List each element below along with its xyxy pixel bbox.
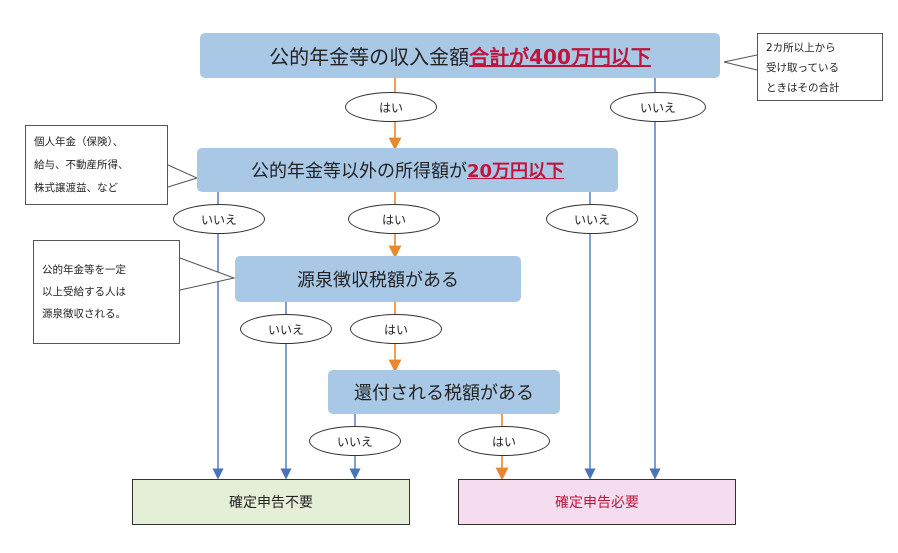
no-label-q3: いいえ (240, 314, 332, 344)
question-refund-tax: 還付される税額がある (328, 370, 560, 414)
result-not-required: 確定申告不要 (132, 479, 410, 525)
result-required: 確定申告必要 (458, 479, 736, 525)
question-other-income-prefix: 公的年金等以外の所得額が (250, 161, 467, 182)
note-line: 公的年金等を一定 (42, 264, 126, 276)
note-line: 受け取っている (766, 62, 839, 74)
note-other-income-examples: 個人年金（保険）、 給与、不動産所得、 株式譲渡益、など (25, 125, 168, 205)
callout-pointer-1 (723, 54, 758, 71)
question-pension-income-highlight: 合計が400万円以下 (469, 45, 651, 69)
question-pension-income: 公的年金等の収入金額合計が400万円以下 (200, 33, 720, 78)
question-pension-income-prefix: 公的年金等の収入金額 (269, 45, 470, 69)
no-label-q4: いいえ (309, 426, 401, 456)
question-withholding-tax: 源泉徴収税額がある (235, 256, 521, 302)
no-label-q2-right: いいえ (546, 204, 638, 234)
yes-label-q2: はい (348, 204, 440, 234)
yes-label-q4: はい (458, 426, 550, 456)
note-line: 個人年金（保険）、 (34, 136, 124, 148)
question-withholding-tax-text: 源泉徴収税額がある (297, 270, 459, 291)
note-withholding: 公的年金等を一定 以上受給する人は 源泉徴収される。 (33, 240, 180, 344)
callout-pointer-3 (179, 257, 236, 291)
yes-label-q3: はい (350, 314, 442, 344)
callout-pointer-2 (167, 164, 199, 188)
result-not-required-text: 確定申告不要 (229, 495, 313, 511)
note-line: 給与、不動産所得、 (34, 159, 129, 171)
note-multiple-sources: 2カ所以上から 受け取っている ときはその合計 (757, 33, 883, 101)
question-other-income-highlight: 20万円以下 (466, 161, 565, 182)
no-label-q2-left: いいえ (173, 204, 265, 234)
yes-label-q1: はい (345, 92, 437, 122)
note-line: ときはその合計 (766, 82, 840, 94)
note-line: 源泉徴収される。 (42, 308, 126, 320)
note-line: 以上受給する人は (42, 286, 126, 298)
result-required-text: 確定申告必要 (555, 495, 639, 511)
note-line: 株式譲渡益、など (34, 182, 118, 194)
question-refund-tax-text: 還付される税額がある (354, 383, 534, 404)
note-line: 2カ所以上から (766, 42, 836, 54)
no-label-q1: いいえ (610, 92, 706, 122)
